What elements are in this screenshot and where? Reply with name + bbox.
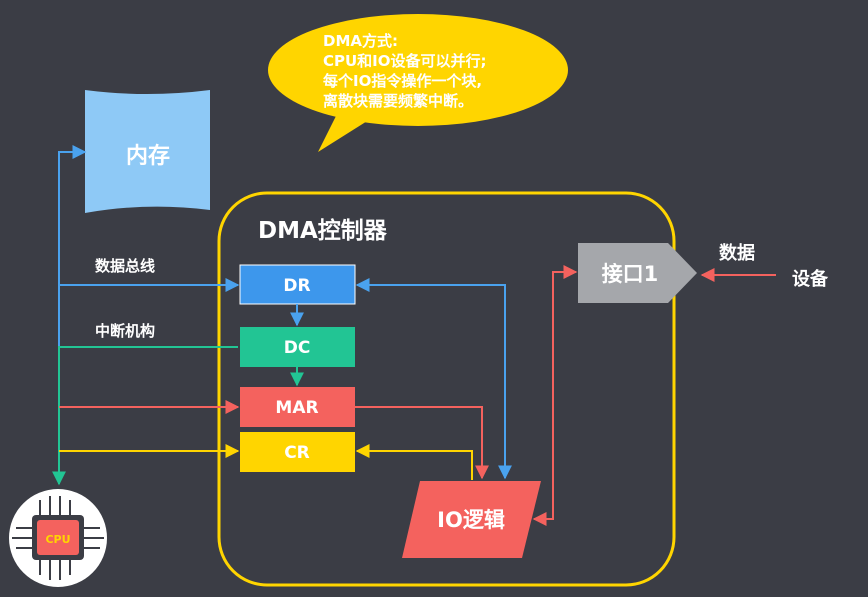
- register-cr-label: CR: [284, 443, 310, 463]
- callout-line-4: 离散块需要频繁中断。: [323, 92, 473, 110]
- callout-line-3: 每个IO指令操作一个块,: [323, 72, 482, 90]
- data-bus-label: 数据总线: [95, 257, 155, 275]
- device-label: 设备: [792, 268, 829, 290]
- dma-controller-title: DMA控制器: [258, 217, 388, 244]
- mar-io-line: [355, 406, 489, 480]
- interrupt-line: [52, 346, 238, 486]
- register-dr-label: DR: [283, 276, 310, 296]
- io-cr-line: [355, 444, 473, 480]
- register-mar: MAR: [240, 387, 355, 427]
- callout-line-1: DMA方式:: [323, 32, 398, 50]
- memory-label: 内存: [126, 143, 170, 169]
- memory-block: 内存: [85, 90, 210, 213]
- io-logic-label: IO逻辑: [437, 508, 505, 532]
- register-dr: DR: [239, 264, 356, 305]
- device-data-label: 数据: [719, 242, 755, 264]
- interrupt-label: 中断机构: [95, 322, 155, 340]
- interface-block: 接口1: [578, 243, 697, 303]
- callout-line-2: CPU和IO设备可以并行;: [323, 52, 487, 70]
- interface-label: 接口1: [602, 262, 659, 286]
- register-dc: DC: [240, 327, 355, 367]
- cpu-label: CPU: [45, 533, 70, 546]
- register-cr: CR: [240, 432, 355, 472]
- io-logic-block: IO逻辑: [402, 481, 541, 558]
- register-mar-label: MAR: [275, 398, 318, 418]
- cpu-icon: CPU: [9, 489, 107, 587]
- interface-io-line: [532, 265, 578, 526]
- dma-controller-frame: [217, 191, 676, 587]
- bus-lines: [52, 145, 240, 486]
- memory-bus-line: [58, 145, 87, 480]
- callout-bubble: DMA方式: CPU和IO设备可以并行; 每个IO指令操作一个块, 离散块需要频…: [268, 14, 568, 152]
- dr-io-line: [355, 278, 512, 480]
- io-connections: [355, 265, 578, 526]
- register-dc-label: DC: [284, 338, 311, 358]
